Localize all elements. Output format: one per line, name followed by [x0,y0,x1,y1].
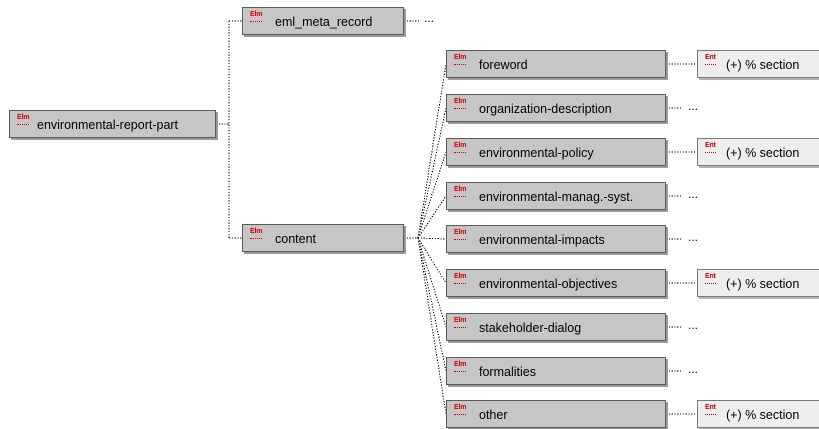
collapsed-ellipsis[interactable]: ... [688,187,699,201]
stakeholder-dialog-label: stakeholder-dialog [479,321,582,335]
connector [417,107,447,239]
environmental-objectives-label: environmental-objectives [479,277,618,291]
foreword-entity-node[interactable]: Ent (+) % section [697,50,819,78]
element-tag: Elm [17,114,30,125]
environmental-policy-label: environmental-policy [479,146,594,160]
entity-ref-label: (+) % section [726,58,800,72]
organization-description-node[interactable]: Elm organization-description [446,94,666,122]
root-element-label: environmental-report-part [37,118,179,132]
other-label: other [479,408,508,422]
environmental-objectives-node[interactable]: Elm environmental-objectives [446,269,666,297]
eml-meta-record-label: eml_meta_record [275,15,373,29]
element-tag: Elm [454,229,467,240]
environmental-manag-syst-label: environmental-manag.-syst. [479,190,634,204]
element-tag: Elm [454,186,467,197]
root-element-node[interactable]: Elm environmental-report-part [9,110,216,138]
environmental-policy-node[interactable]: Elm environmental-policy [446,138,666,166]
collapsed-ellipsis[interactable]: ... [424,11,435,25]
entity-tag: Ent [705,404,716,415]
collapsed-ellipsis[interactable]: ... [688,362,699,376]
entity-ref-label: (+) % section [726,408,800,422]
other-entity-node[interactable]: Ent (+) % section [697,400,819,428]
connector [417,151,447,239]
content-label: content [275,232,317,246]
other-node[interactable]: Elm other [446,400,666,428]
collapsed-ellipsis[interactable]: ... [688,230,699,244]
entity-tag: Ent [705,54,716,65]
element-tag: Elm [454,317,467,328]
element-tag: Elm [454,54,467,65]
element-tag: Elm [250,11,263,22]
foreword-node[interactable]: Elm foreword [446,50,666,78]
collapsed-ellipsis[interactable]: ... [688,99,699,113]
connector [417,195,447,239]
entity-tag: Ent [705,273,716,284]
element-tag: Elm [454,404,467,415]
element-tag: Elm [454,273,467,284]
connector [417,237,447,415]
environmental-policy-entity-node[interactable]: Ent (+) % section [697,138,819,166]
environmental-objectives-entity-node[interactable]: Ent (+) % section [697,269,819,297]
environmental-impacts-node[interactable]: Elm environmental-impacts [446,225,666,253]
foreword-label: foreword [479,58,528,72]
entity-tag: Ent [705,142,716,153]
content-node[interactable]: Elm content [242,224,404,252]
element-tag: Elm [250,228,263,239]
element-tag: Elm [454,361,467,372]
connector [417,63,447,239]
organization-description-label: organization-description [479,102,612,116]
connector [417,237,447,372]
eml-meta-record-node[interactable]: Elm eml_meta_record [242,7,404,35]
entity-ref-label: (+) % section [726,146,800,160]
element-tag: Elm [454,98,467,109]
element-tag: Elm [454,142,467,153]
entity-ref-label: (+) % section [726,277,800,291]
connector [417,237,447,328]
environmental-manag-syst-node[interactable]: Elm environmental-manag.-syst. [446,182,666,210]
formalities-label: formalities [479,365,536,379]
connector [417,237,447,284]
formalities-node[interactable]: Elm formalities [446,357,666,385]
environmental-impacts-label: environmental-impacts [479,233,605,247]
connector [417,237,447,240]
stakeholder-dialog-node[interactable]: Elm stakeholder-dialog [446,313,666,341]
collapsed-ellipsis[interactable]: ... [688,318,699,332]
